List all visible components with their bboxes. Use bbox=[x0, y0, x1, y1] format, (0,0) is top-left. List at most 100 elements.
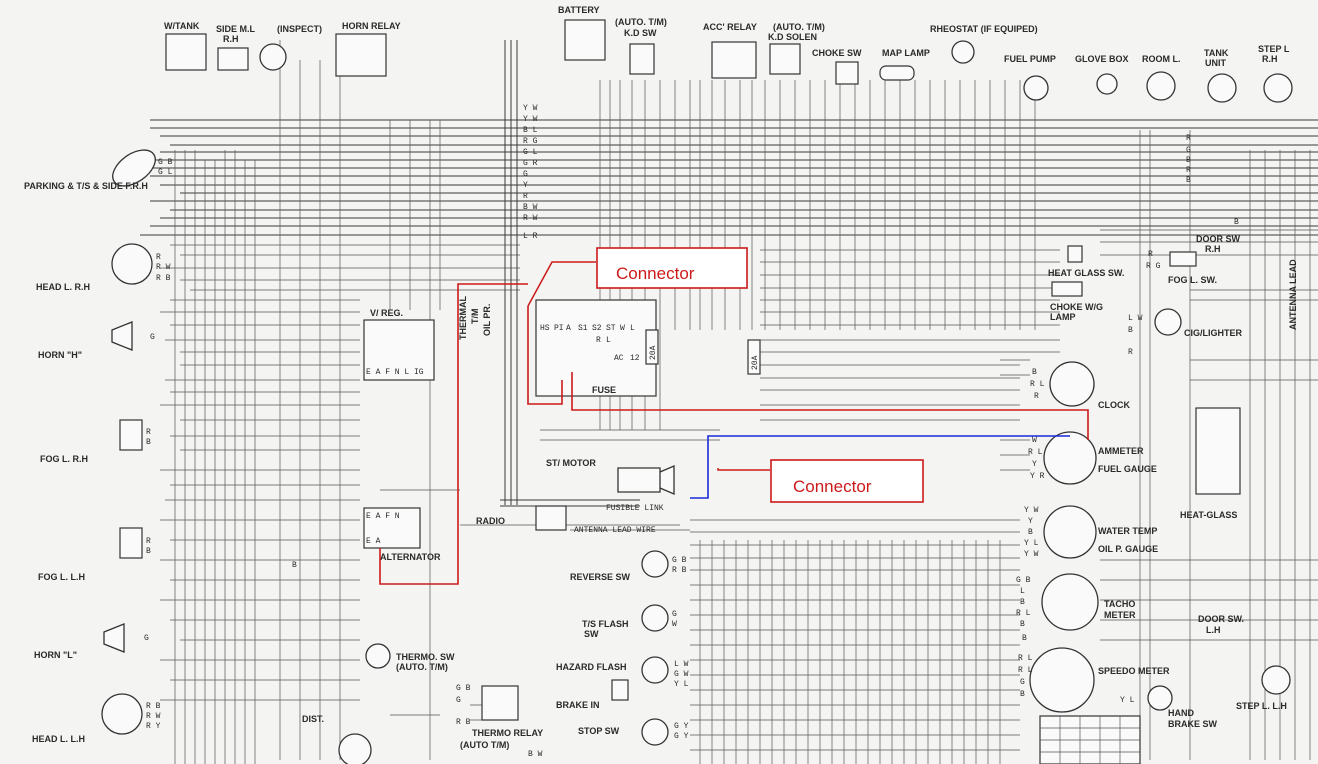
glove-box-lamp bbox=[1096, 73, 1118, 95]
room-lamp-label: ROOM L. bbox=[1142, 54, 1181, 64]
wire-code: B bbox=[146, 438, 151, 447]
water-temp-oil-gauge-symbol bbox=[1043, 505, 1097, 559]
voltage-regulator-box bbox=[363, 319, 435, 381]
starter-motor-symbol bbox=[617, 465, 675, 495]
wire-code: R bbox=[156, 253, 161, 262]
wire-code: Y L bbox=[1120, 696, 1135, 705]
rheostat-dial bbox=[951, 40, 975, 64]
wire-code: G R bbox=[523, 159, 538, 168]
wire-code: R B bbox=[156, 274, 171, 283]
side-ml-label2: R.H bbox=[223, 34, 239, 44]
fuse-terminal: 12 bbox=[630, 354, 640, 363]
st-motor-label: ST/ MOTOR bbox=[546, 458, 596, 468]
highlight-traces bbox=[379, 261, 1089, 585]
horn-h-label: HORN "H" bbox=[38, 350, 82, 360]
red-trace-ammeter bbox=[527, 306, 1089, 440]
map-lamp-label: MAP LAMP bbox=[882, 48, 930, 58]
reverse-sw-label: REVERSE SW bbox=[570, 572, 631, 582]
fuse-block-box bbox=[535, 299, 657, 397]
wire-code: L W bbox=[674, 660, 689, 669]
step-lamp-rh bbox=[1263, 73, 1293, 103]
horn-relay-label: HORN RELAY bbox=[342, 21, 401, 31]
wire-code: B bbox=[1128, 326, 1133, 335]
wire-code: G bbox=[144, 634, 149, 643]
horn-relay-box bbox=[335, 33, 387, 77]
ts-flash-label: T/S FLASH bbox=[582, 619, 629, 629]
wire-code: B bbox=[1028, 528, 1033, 537]
fuse-terminal: HS bbox=[540, 324, 550, 333]
wire-code: R B bbox=[456, 718, 471, 727]
kd-sw-label: (AUTO. T/M) bbox=[615, 17, 667, 27]
wire-code: R bbox=[1128, 348, 1133, 357]
tacho-label2: METER bbox=[1104, 610, 1136, 620]
fog-lamp-rh bbox=[119, 419, 143, 451]
choke-wg-label2: LAMP bbox=[1050, 312, 1076, 322]
acc-relay-label: ACC' RELAY bbox=[703, 22, 757, 32]
wire-code: B bbox=[1020, 598, 1025, 607]
wire-code: Y W bbox=[523, 104, 538, 113]
water-temp-label: WATER TEMP bbox=[1098, 526, 1157, 536]
fusible-link-label: FUSIBLE LINK bbox=[606, 504, 664, 513]
fog-lamp-lh bbox=[119, 527, 143, 559]
inspect-label: (INSPECT) bbox=[277, 24, 322, 34]
fuse-terminal: S1 bbox=[578, 324, 588, 333]
battery-box bbox=[564, 19, 606, 61]
door-sw-rh-label2: R.H bbox=[1205, 244, 1221, 254]
wire-code: L R bbox=[523, 232, 538, 241]
step-lamp-lh-label: STEP L. L.H bbox=[1236, 701, 1287, 711]
blue-trace-fusible-link bbox=[690, 435, 1070, 499]
lower-switches: REVERSE SW G B R B T/S FLASH SW G W HAZA… bbox=[556, 550, 689, 746]
wire-code: R L bbox=[1018, 654, 1033, 663]
door-sw-lh-label: DOOR SW. bbox=[1198, 614, 1244, 624]
right-components: HEAT GLASS SW. CHOKE W/G LAMP R R G FOG … bbox=[1016, 134, 1298, 764]
thermo-relay-label2: (AUTO T/M) bbox=[460, 740, 509, 750]
fuse-terminal: W bbox=[620, 324, 625, 333]
wire-code: Y bbox=[1032, 460, 1037, 469]
fuse-label: FUSE bbox=[592, 385, 616, 395]
stop-sw-symbol bbox=[641, 718, 669, 746]
wire-code: G bbox=[1186, 146, 1191, 155]
tank-unit-label2: UNIT bbox=[1205, 58, 1226, 68]
fog-sw-label: FOG L. SW. bbox=[1168, 275, 1217, 285]
wire-code: Y L bbox=[1024, 539, 1039, 548]
choke-wg-box bbox=[1051, 281, 1083, 297]
alternator-label: ALTERNATOR bbox=[380, 552, 441, 562]
clock-label: CLOCK bbox=[1098, 400, 1130, 410]
left-components: PARKING & T/S & SIDE F.R.H G B G L HEAD … bbox=[24, 149, 173, 744]
wire-code: B W bbox=[523, 203, 538, 212]
wire-code: G B bbox=[158, 158, 173, 167]
fog-lamp-rh-label: FOG L. R.H bbox=[40, 454, 88, 464]
wire-code: R G bbox=[523, 137, 538, 146]
antenna-lead-label: ANTENNA LEAD bbox=[1288, 259, 1298, 330]
wire-code: R bbox=[1148, 250, 1153, 259]
wire-code: G Y bbox=[674, 732, 689, 741]
kd-solen-label2: K.D SOLEN bbox=[768, 32, 817, 42]
connector-callout-lower: Connector bbox=[770, 459, 924, 503]
horn-l-label: HORN "L" bbox=[34, 650, 77, 660]
fuel-pump-symbol bbox=[1023, 75, 1049, 101]
wire-code: W bbox=[1032, 436, 1037, 445]
room-lamp bbox=[1146, 71, 1176, 101]
fuel-pump-label: FUEL PUMP bbox=[1004, 54, 1056, 64]
wire-code: B bbox=[1234, 218, 1239, 227]
kd-solen-box bbox=[769, 43, 801, 75]
wire-code: R B bbox=[146, 702, 161, 711]
fog-lamp-lh-label: FOG L. L.H bbox=[38, 572, 85, 582]
kd-solen-label: (AUTO. T/M) bbox=[773, 22, 825, 32]
step-lamp-rh-label: STEP L bbox=[1258, 44, 1290, 54]
oil-p-gauge-label: OIL P. GAUGE bbox=[1098, 544, 1158, 554]
alternator-terminals: E A F N bbox=[366, 512, 400, 521]
wire-code: B bbox=[146, 547, 151, 556]
door-sw-rh-label: DOOR SW bbox=[1196, 234, 1241, 244]
wire-code: B bbox=[1022, 634, 1027, 643]
fuse-20a-box-2 bbox=[747, 339, 761, 375]
head-lamp-rh-label: HEAD L. R.H bbox=[36, 282, 90, 292]
wire-code: Y W bbox=[523, 115, 538, 124]
connector-callout-lower-box bbox=[770, 459, 924, 503]
hand-brake-label2: BRAKE SW bbox=[1168, 719, 1218, 729]
antenna-wire-label: ANTENNA LEAD WIRE bbox=[574, 526, 656, 535]
thermo-relay-box bbox=[481, 685, 519, 721]
parking-lamp bbox=[112, 149, 156, 187]
fuse-terminal: L bbox=[630, 324, 635, 333]
